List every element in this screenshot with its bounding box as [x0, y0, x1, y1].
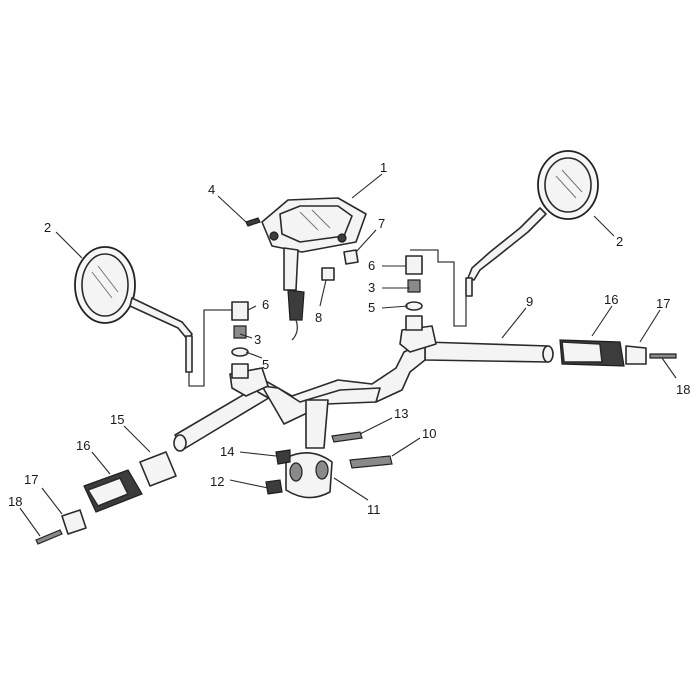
callout-label: 3 — [254, 332, 261, 347]
callout-label: 8 — [315, 310, 322, 325]
left-damper-stack — [231, 301, 249, 379]
right-mirror — [410, 150, 599, 327]
stem-fasteners — [265, 431, 393, 495]
callout-label: 6 — [262, 297, 269, 312]
cluster-fasteners — [245, 217, 359, 281]
left-grip-assembly — [35, 451, 177, 545]
callout-label: 13 — [394, 406, 408, 421]
callout-label: 9 — [526, 294, 533, 309]
callout-label: 16 — [604, 292, 618, 307]
callout-label: 12 — [210, 474, 224, 489]
callout-label: 6 — [368, 258, 375, 273]
callout-label: 14 — [220, 444, 234, 459]
right-damper-stack — [405, 255, 423, 331]
callout-label: 15 — [110, 412, 124, 427]
right-grip-assembly — [542, 339, 677, 367]
leader-lines — [19, 173, 677, 537]
left-mirror — [74, 246, 234, 387]
callout-label: 1 — [380, 160, 387, 175]
callout-label: 5 — [368, 300, 375, 315]
callout-label: 4 — [208, 182, 215, 197]
callout-label: 18 — [8, 494, 22, 509]
callout-labels: 1 2 2 3 3 4 5 5 6 6 7 8 9 10 11 12 13 14… — [8, 160, 690, 517]
callout-label: 5 — [262, 357, 269, 372]
callout-label: 3 — [368, 280, 375, 295]
callout-label: 18 — [676, 382, 690, 397]
callout-label: 2 — [616, 234, 623, 249]
callout-label: 11 — [367, 502, 381, 517]
callout-label: 16 — [76, 438, 90, 453]
callout-label: 17 — [656, 296, 670, 311]
callout-label: 2 — [44, 220, 51, 235]
callout-label: 17 — [24, 472, 38, 487]
callout-label: 10 — [422, 426, 436, 441]
instrument-cluster — [261, 197, 367, 341]
handlebar-assembly — [173, 325, 549, 499]
callout-label: 7 — [378, 216, 385, 231]
